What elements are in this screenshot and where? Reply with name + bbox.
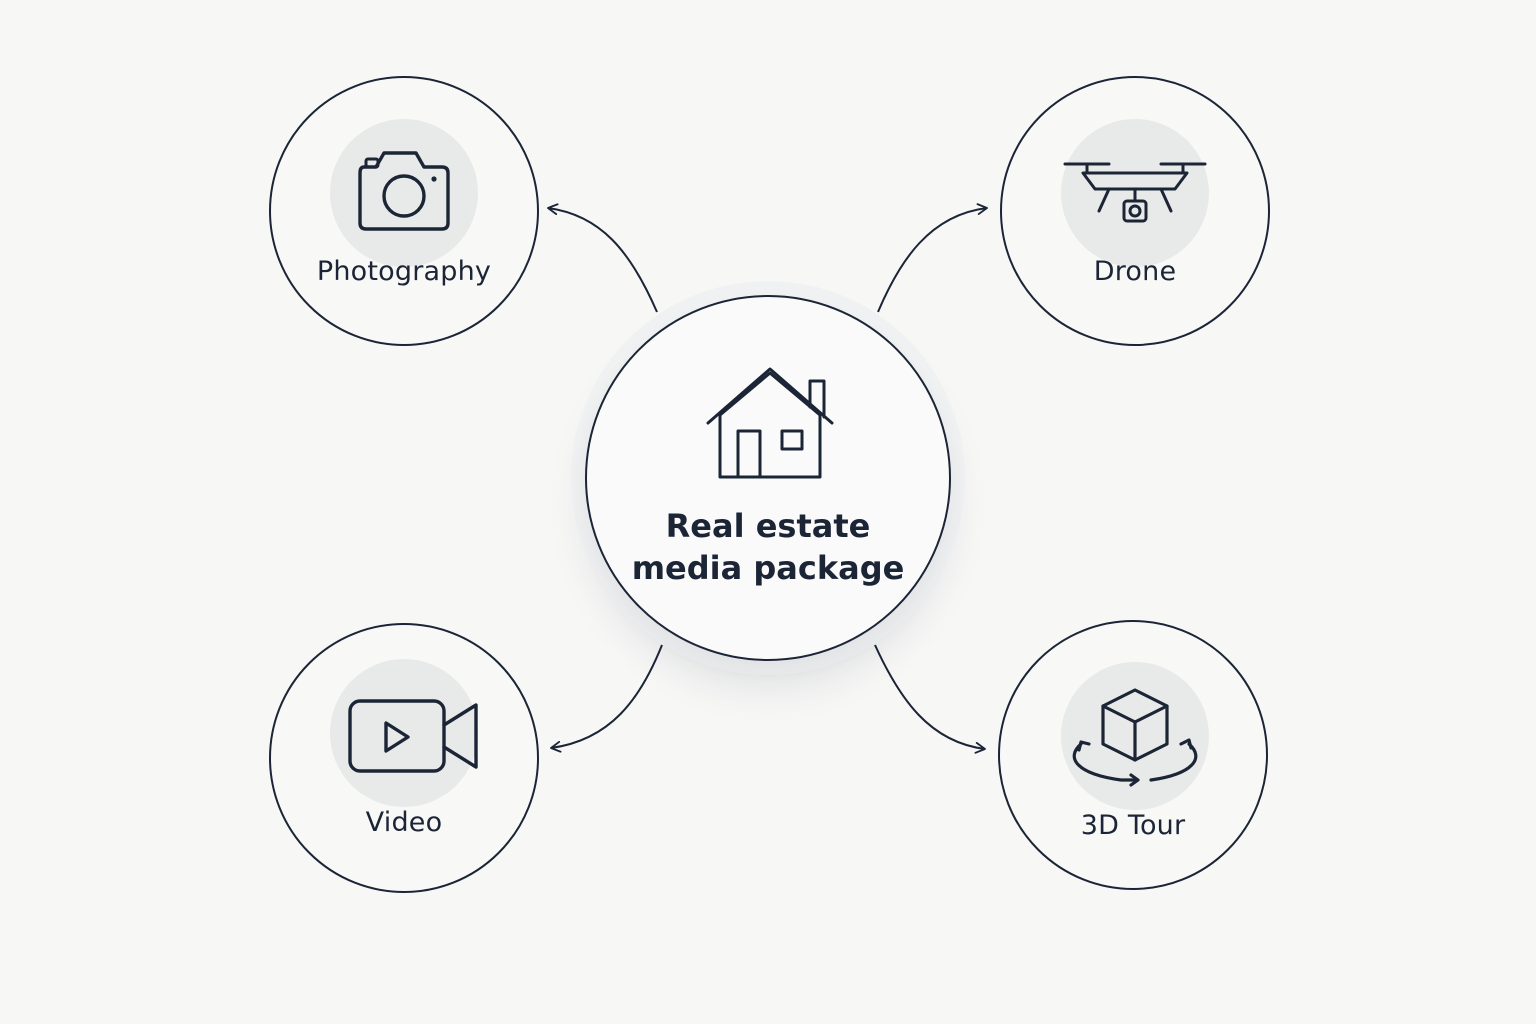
3d-tour-label: 3D Tour: [1080, 810, 1186, 841]
center-node[interactable]: Real estate media package: [585, 295, 951, 661]
arrow-to-video: [550, 644, 663, 753]
photography-node[interactable]: Photography: [269, 76, 539, 346]
photography-label: Photography: [316, 256, 492, 287]
3d-tour-icon-disc: [1061, 662, 1209, 810]
video-icon-disc: [330, 659, 478, 807]
center-label-line2: media package: [631, 549, 905, 587]
arrow-to-3d-tour: [874, 644, 986, 754]
drone-icon-disc: [1061, 119, 1209, 267]
house-icon: [706, 367, 834, 479]
center-label: Real estate media package: [587, 505, 949, 589]
arrow-to-drone: [877, 203, 988, 313]
drone-icon: [1063, 162, 1207, 223]
video-camera-icon: [348, 699, 478, 773]
video-node[interactable]: Video: [269, 623, 539, 893]
photography-icon-disc: [330, 119, 478, 267]
drone-label: Drone: [1093, 256, 1177, 287]
arrow-to-photography: [547, 203, 658, 313]
3d-tour-node[interactable]: 3D Tour: [998, 620, 1268, 890]
video-label: Video: [365, 807, 443, 838]
cube-rotate-icon: [1072, 688, 1198, 787]
center-label-line1: Real estate: [665, 507, 871, 545]
drone-node[interactable]: Drone: [1000, 76, 1270, 346]
camera-icon: [358, 151, 450, 231]
